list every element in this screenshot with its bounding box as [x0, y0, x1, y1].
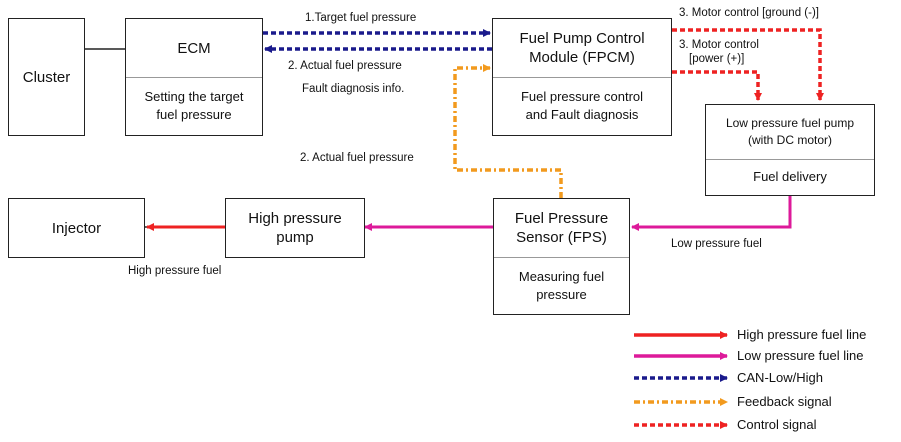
- label-motor-control-ground: 3. Motor control [ground (-)]: [679, 7, 819, 19]
- low-pressure-fuel-line: [631, 196, 792, 231]
- low-pressure-pump-block: Low pressure fuel pump (with DC motor) F…: [705, 104, 875, 196]
- cluster-block: Cluster: [8, 18, 85, 136]
- legend-label-low-pressure: Low pressure fuel line: [737, 348, 864, 363]
- high-pressure-pump-block: High pressure pump: [225, 198, 365, 258]
- label-actual-fuel-pressure-feedback: 2. Actual fuel pressure: [300, 152, 414, 164]
- injector-title: Injector: [51, 219, 102, 237]
- fuel-pressure-sensor-block: Fuel Pressure Sensor (FPS) Measuring fue…: [493, 198, 630, 315]
- motor-control-power-line: [672, 70, 762, 101]
- label-actual-fuel-pressure-can: 2. Actual fuel pressure: [288, 60, 402, 72]
- legend-label-control: Control signal: [737, 417, 817, 432]
- label-fault-diagnosis: Fault diagnosis info.: [302, 83, 405, 95]
- ecm-title: ECM: [177, 39, 211, 57]
- low-pressure-pump-description: Fuel delivery: [706, 159, 874, 194]
- motor-control-ground-line: [672, 28, 824, 101]
- fps-title: Fuel Pressure Sensor (FPS): [514, 210, 609, 246]
- ecm-description: Setting the target fuel pressure: [126, 77, 262, 134]
- legend-label-high-pressure: High pressure fuel line: [737, 327, 867, 342]
- ecm-block: ECM Setting the target fuel pressure: [125, 18, 263, 136]
- label-low-pressure-fuel: Low pressure fuel: [671, 238, 762, 250]
- injector-block: Injector: [8, 198, 145, 258]
- label-high-pressure-fuel: High pressure fuel: [128, 265, 222, 277]
- label-motor-control-power: 3. Motor control: [679, 39, 759, 51]
- fpcm-description: Fuel pressure control and Fault diagnosi…: [493, 77, 671, 134]
- low-pressure-pump-title: Low pressure fuel pump (with DC motor): [725, 116, 855, 147]
- high-pressure-pump-title: High pressure pump: [248, 210, 342, 246]
- fps-description: Measuring fuel pressure: [494, 257, 629, 313]
- cluster-title: Cluster: [22, 68, 71, 86]
- fpcm-block: Fuel Pump Control Module (FPCM) Fuel pre…: [492, 18, 672, 136]
- fpcm-title: Fuel Pump Control Module (FPCM): [519, 30, 645, 66]
- label-motor-control-power-2: [power (+)]: [689, 53, 745, 65]
- feedback-line: [453, 64, 563, 198]
- legend-label-feedback: Feedback signal: [737, 394, 832, 409]
- legend-label-can: CAN-Low/High: [737, 370, 823, 385]
- label-target-fuel-pressure: 1.Target fuel pressure: [305, 12, 417, 24]
